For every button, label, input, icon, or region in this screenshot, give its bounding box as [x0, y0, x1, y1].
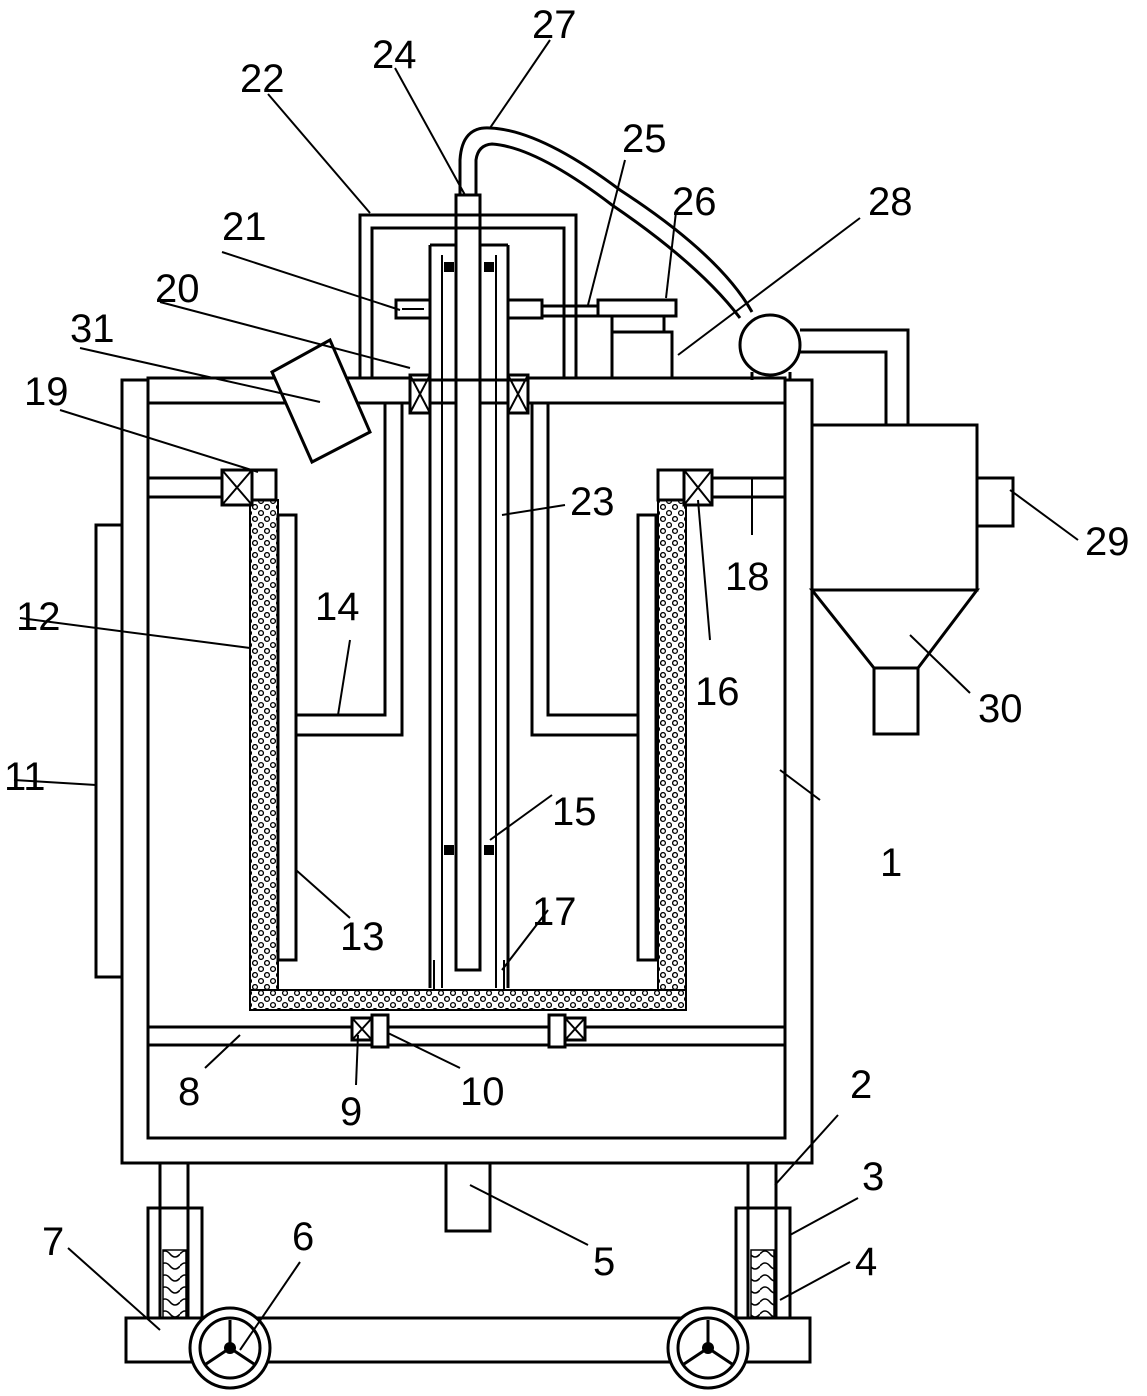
label-6: 6: [292, 1215, 314, 1259]
gear-and-belt: [394, 298, 678, 334]
inner-plates: [276, 513, 658, 962]
bottom-outlet: [444, 1161, 492, 1233]
leader-lines: [13, 39, 1079, 1351]
label-28: 28: [868, 180, 913, 224]
label-12: 12: [16, 595, 61, 639]
legs: [146, 1161, 792, 1320]
wheel-right: [666, 1306, 750, 1390]
label-10: 10: [460, 1070, 505, 1114]
label-14: 14: [315, 585, 360, 629]
label-25: 25: [622, 117, 667, 161]
label-17: 17: [532, 890, 577, 934]
label-11: 11: [4, 755, 46, 799]
label-8: 8: [178, 1070, 200, 1114]
label-1: 1: [880, 841, 902, 885]
label-18: 18: [725, 555, 770, 599]
inner-pipe: [454, 193, 482, 972]
label-26: 26: [672, 180, 717, 224]
label-19: 19: [24, 370, 69, 414]
label-27: 27: [532, 3, 577, 47]
label-31: 31: [70, 307, 115, 351]
wheel-left: [188, 1306, 272, 1390]
label-23: 23: [570, 480, 615, 524]
label-4: 4: [855, 1240, 877, 1284]
label-9: 9: [340, 1090, 362, 1134]
label-13: 13: [340, 915, 385, 959]
label-24: 24: [372, 33, 417, 77]
label-15: 15: [552, 790, 597, 834]
hose: [458, 126, 754, 319]
motor: [610, 330, 674, 380]
label-20: 20: [155, 267, 200, 311]
label-7: 7: [42, 1220, 64, 1264]
label-2: 2: [850, 1063, 872, 1107]
dust-collector: [808, 423, 1015, 736]
label-16: 16: [695, 670, 740, 714]
lid-right: [526, 376, 787, 405]
label-5: 5: [593, 1240, 615, 1284]
support-rods: [148, 476, 785, 499]
filter-basket: [249, 468, 687, 1011]
label-29: 29: [1085, 520, 1130, 564]
feed-hopper: [270, 337, 372, 465]
pump: [738, 313, 910, 425]
base-plate: [124, 1316, 812, 1364]
label-22: 22: [240, 57, 285, 101]
part-labels: 1 2 3 4 5 6 7 8 9 10 11 12 13 14 15 16 1…: [4, 3, 1130, 1284]
side-door: [94, 523, 124, 979]
label-30: 30: [978, 687, 1023, 731]
label-21: 21: [222, 205, 267, 249]
label-3: 3: [862, 1155, 884, 1199]
